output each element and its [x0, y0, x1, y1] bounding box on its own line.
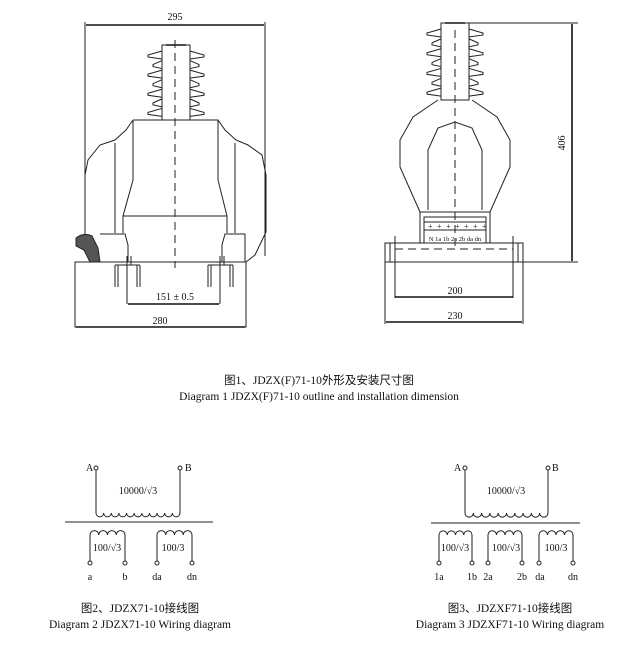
dimension-230: 230: [448, 311, 463, 322]
secondary-1-ratio: 100/√3: [93, 543, 121, 554]
coil: [538, 530, 574, 536]
terminal-dot: [122, 560, 128, 566]
housing-left: [84, 119, 134, 236]
insulator-shed: [426, 28, 484, 38]
base-plate: [384, 242, 524, 263]
wiring-diagram-3: A B 10000/√3 100/√3 1a 1b 100/√3 2a 2b 1…: [431, 463, 580, 583]
terminal-b: b: [123, 572, 128, 583]
terminal-dn: dn: [568, 572, 578, 583]
terminal-dot: [545, 465, 551, 471]
terminal-da: da: [535, 572, 545, 583]
terminal-dot: [154, 560, 160, 566]
primary-ratio: 10000/√3: [487, 486, 525, 497]
windings: [87, 465, 195, 566]
insulator-shed: [152, 79, 200, 89]
insulator: [147, 44, 205, 121]
secondary-2-ratio: 100/3: [162, 543, 185, 554]
insulator-shed: [147, 50, 205, 60]
diagram1-caption-en: Diagram 1 JDZX(F)71-10 outline and insta…: [179, 391, 459, 403]
terminal-a: a: [88, 572, 93, 583]
terminal-stud: +: [455, 222, 460, 231]
terminal-dot: [485, 560, 491, 566]
side-view: 406 +++++++ N 1a 1b 2a 2b da dn 200 230: [384, 22, 578, 324]
secondary-1-ratio: 100/√3: [441, 543, 469, 554]
terminal-dot: [570, 560, 576, 566]
terminal-2a: 2a: [483, 572, 493, 583]
secondary-3-ratio: 100/3: [545, 543, 568, 554]
coil: [156, 530, 193, 536]
terminal-dot: [436, 560, 442, 566]
terminal-dot: [93, 465, 99, 471]
insulator-column: [161, 44, 191, 121]
terminal-dot: [87, 560, 93, 566]
diagram3-caption-cn: 图3、JDZXF71-10接线图: [448, 601, 573, 615]
insulator-shed: [431, 77, 479, 87]
terminal-dn: dn: [187, 572, 197, 583]
coil: [464, 512, 549, 518]
terminal-stud: +: [428, 222, 433, 231]
dimension-151: 151 ± 0.5: [156, 292, 194, 303]
terminal-stud: +: [437, 222, 442, 231]
terminal-dot: [519, 560, 525, 566]
diagram3-caption-en: Diagram 3 JDZXF71-10 Wiring diagram: [416, 619, 604, 631]
terminal-studs: + + + + + + +: [428, 222, 487, 231]
terminal-stud: +: [446, 222, 451, 231]
insulator-shed: [426, 67, 484, 77]
insulator-shed: [426, 48, 484, 58]
primary-ratio: 10000/√3: [119, 486, 157, 497]
coil: [89, 530, 126, 536]
insulator-shed: [147, 107, 205, 117]
insulator-shed: [152, 60, 200, 70]
coil: [487, 530, 523, 536]
dimension-200: 200: [448, 286, 463, 297]
housing-outline: [399, 99, 511, 213]
terminal-2b: 2b: [517, 572, 527, 583]
terminal-da: da: [152, 572, 162, 583]
terminal-dot: [177, 465, 183, 471]
front-view: 295 151 ± 0.5 280: [74, 12, 267, 328]
insulator-shed: [431, 38, 479, 48]
diagram2-caption-cn: 图2、JDZX71-10接线图: [81, 601, 199, 615]
insulator-shed: [147, 88, 205, 98]
terminal-stud: +: [473, 222, 478, 231]
terminal-stud: +: [482, 222, 487, 231]
dimension-280: 280: [153, 316, 168, 327]
terminal-dot: [536, 560, 542, 566]
terminal-dot: [462, 465, 468, 471]
wiring-diagram-2: A B 10000/√3 100/√3 a b 100/3 da dn: [65, 463, 213, 583]
terminal-A: A: [454, 463, 462, 474]
terminal-1a: 1a: [434, 572, 444, 583]
dimension-295: 295: [168, 12, 183, 23]
insulator-shed: [431, 58, 479, 68]
coil: [95, 512, 181, 518]
insulator-shed: [147, 69, 205, 79]
insulator: [426, 22, 484, 101]
diagram2-caption-en: Diagram 2 JDZX71-10 Wiring diagram: [49, 619, 231, 631]
windings: [436, 465, 576, 566]
terminal-dot: [469, 560, 475, 566]
secondary-2-ratio: 100/√3: [492, 543, 520, 554]
terminal-A: A: [86, 463, 94, 474]
terminal-stud: +: [464, 222, 469, 231]
terminal-dot: [189, 560, 195, 566]
insulator-shed: [152, 98, 200, 108]
diagram1-caption-cn: 图1、JDZX(F)71-10外形及安装尺寸图: [224, 373, 414, 387]
coil: [438, 530, 473, 536]
housing-right: [133, 119, 267, 263]
secondary-terminal-box: [75, 233, 101, 263]
terminal-B: B: [185, 463, 192, 474]
dimension-406: 406: [557, 136, 568, 151]
terminal-1b: 1b: [467, 572, 477, 583]
insulator-shed: [426, 87, 484, 97]
terminal-B: B: [552, 463, 559, 474]
